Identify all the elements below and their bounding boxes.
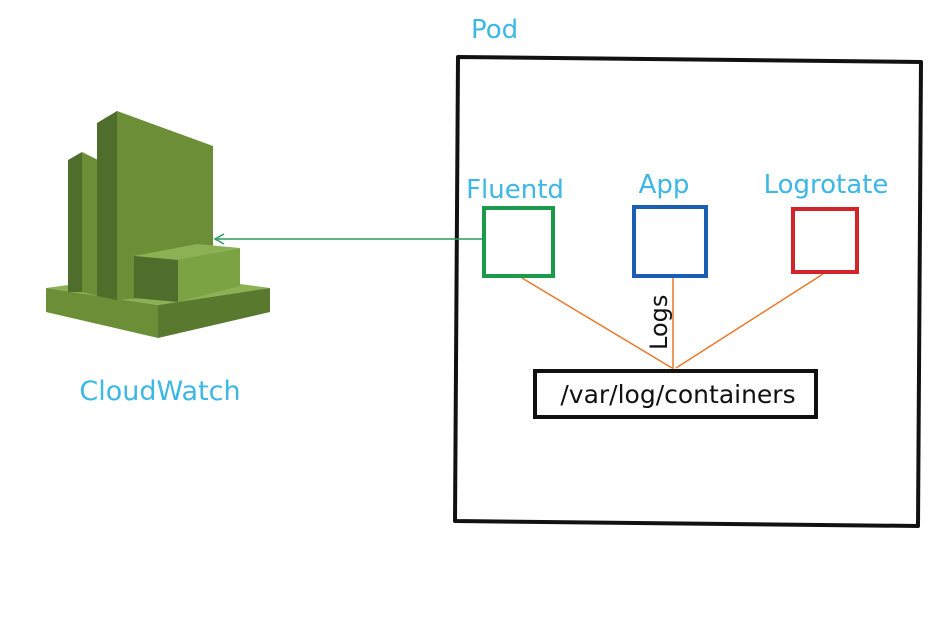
cloudwatch-block-side [134,256,178,302]
log-connectors [521,273,824,370]
fluentd-container-box [482,206,555,278]
cloudwatch-tower-back-face [68,152,82,292]
cloudwatch-icon [46,111,270,338]
cloudwatch-tower-back-front [82,152,98,296]
cloudwatch-block-top [134,244,240,260]
log-path-box [533,369,818,419]
logrotate-label: Logrotate [764,170,889,200]
pod-box [453,55,923,528]
connector-fluentd [521,277,673,369]
cloudwatch-base-left [46,288,158,338]
logrotate-container-box [791,207,859,274]
app-container-box [632,205,708,278]
pod-label: Pod [471,15,518,45]
logs-edge-label: Logs [645,295,673,350]
fluentd-label: Fluentd [466,175,564,205]
cloudwatch-block-front [178,248,240,302]
app-label: App [639,170,690,200]
fluentd-to-cloudwatch-arrow [213,233,483,245]
cloudwatch-tower-main-side [97,111,117,300]
connector-logrotate [675,273,824,369]
cloudwatch-label: CloudWatch [79,376,240,407]
log-path-label: /var/log/containers [560,380,795,409]
cloudwatch-base-right [158,288,270,338]
